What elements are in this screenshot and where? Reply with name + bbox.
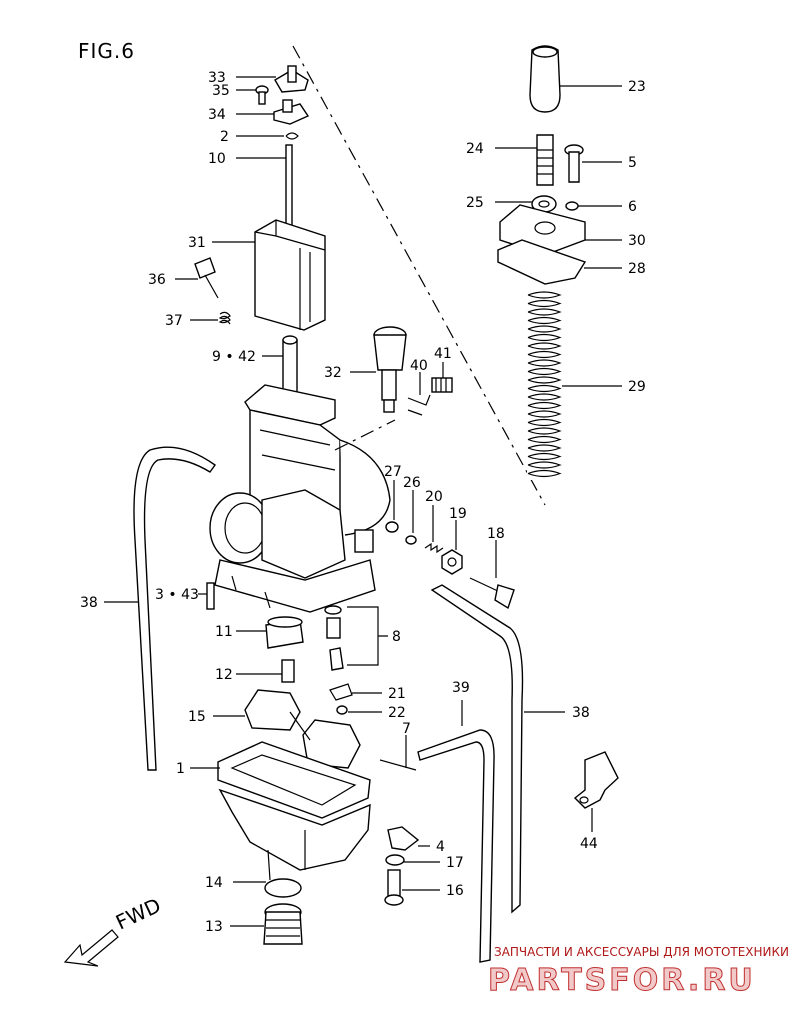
part-holder-icon (265, 616, 304, 649)
callout-30: 30 (628, 233, 646, 249)
part-oring-14-icon (264, 878, 302, 898)
part-cap-icon (529, 45, 561, 113)
callout-9-42: 9 • 42 (212, 349, 256, 365)
part-gasket-icon (497, 239, 587, 285)
callout-28: 28 (628, 261, 646, 277)
forward-direction-label: FWD (112, 893, 164, 934)
callout-31: 31 (188, 235, 206, 251)
part-vent-tube-right-icon (430, 584, 524, 914)
watermark-caption: ЗАПЧАСТИ И АКСЕССУАРЫ ДЛЯ МОТОТЕХНИКИ (494, 945, 789, 959)
part-main-jet-icon (206, 582, 215, 610)
callout-14: 14 (205, 875, 223, 891)
callout-37: 37 (165, 313, 183, 329)
callout-27: 27 (384, 464, 402, 480)
watermark-logo: PARTSFOR.RU (488, 963, 756, 998)
callout-2: 2 (220, 129, 229, 145)
callout-19: 19 (449, 506, 467, 522)
callout-20: 20 (425, 489, 443, 505)
part-drain-plug-icon (263, 903, 303, 945)
callout-38-left: 38 (80, 595, 98, 611)
callout-12: 12 (215, 667, 233, 683)
part-screw-22-icon (336, 705, 348, 715)
callout-44: 44 (580, 836, 598, 852)
part-adjuster-icon (536, 134, 554, 186)
part-clip-holder-icon (273, 99, 310, 125)
part-starter-plunger-icon (373, 326, 407, 413)
forward-arrow-icon (63, 929, 119, 967)
callout-41: 41 (434, 346, 452, 362)
callout-10: 10 (208, 151, 226, 167)
callout-6: 6 (628, 199, 637, 215)
callout-39: 39 (452, 680, 470, 696)
part-tube-clip-icon (573, 751, 619, 809)
part-spring-icon (527, 290, 562, 480)
part-small-spring-icon (218, 311, 231, 325)
part-vent-tube-left-icon (133, 446, 216, 771)
part-holder-plate-icon (274, 65, 309, 93)
part-air-screw-icon (469, 577, 515, 610)
part-plate-icon (329, 683, 353, 701)
callout-11: 11 (215, 624, 233, 640)
part-clip-icon (407, 394, 431, 416)
part-spring-mini-icon (424, 542, 444, 554)
callout-40: 40 (410, 358, 428, 374)
callout-24: 24 (466, 141, 484, 157)
assembly-line-body (334, 419, 396, 451)
callout-16: 16 (446, 883, 464, 899)
callout-4: 4 (436, 839, 445, 855)
part-eclip-icon (285, 132, 299, 140)
callout-3-43: 3 • 43 (155, 587, 199, 603)
part-clamp-plate-icon (387, 826, 420, 851)
callout-35: 35 (212, 83, 230, 99)
callout-26: 26 (403, 475, 421, 491)
part-bolt-16-icon (384, 869, 404, 906)
callout-7: 7 (402, 721, 411, 737)
part-float-bowl-icon (217, 741, 371, 881)
part-o-ring-icon (385, 521, 399, 533)
callout-38-right: 38 (572, 705, 590, 721)
callout-36: 36 (148, 272, 166, 288)
part-float-valve-icon (324, 605, 344, 671)
callout-29: 29 (628, 379, 646, 395)
part-pilot-jet-12-icon (281, 659, 295, 683)
callout-32: 32 (324, 365, 342, 381)
callout-33: 33 (208, 70, 226, 86)
callout-13: 13 (205, 919, 223, 935)
part-washer-17-icon (385, 854, 405, 866)
part-washer-icon (565, 201, 579, 211)
part-bolt-icon (431, 377, 453, 393)
callout-5: 5 (628, 155, 637, 171)
callout-15: 15 (188, 709, 206, 725)
callout-18: 18 (487, 526, 505, 542)
callout-34: 34 (208, 107, 226, 123)
callout-17: 17 (446, 855, 464, 871)
callout-23: 23 (628, 79, 646, 95)
callout-1: 1 (176, 761, 185, 777)
carburetor-body-icon (209, 384, 391, 613)
part-small-screw-icon (255, 85, 269, 105)
part-overflow-tube-icon (417, 729, 495, 963)
callout-25: 25 (466, 195, 484, 211)
assembly-axis-line (292, 45, 546, 506)
part-throttle-valve-icon (254, 219, 326, 331)
callout-21: 21 (388, 686, 406, 702)
callout-8: 8 (392, 629, 401, 645)
part-idle-screw-icon (194, 257, 219, 299)
part-screw-icon (564, 144, 584, 183)
part-float-icon (244, 689, 361, 769)
part-washer-small-icon (405, 535, 417, 545)
part-nut-19-icon (441, 549, 463, 575)
figure-title: FIG.6 (78, 39, 135, 63)
callout-22: 22 (388, 705, 406, 721)
part-pin-icon (379, 759, 417, 771)
